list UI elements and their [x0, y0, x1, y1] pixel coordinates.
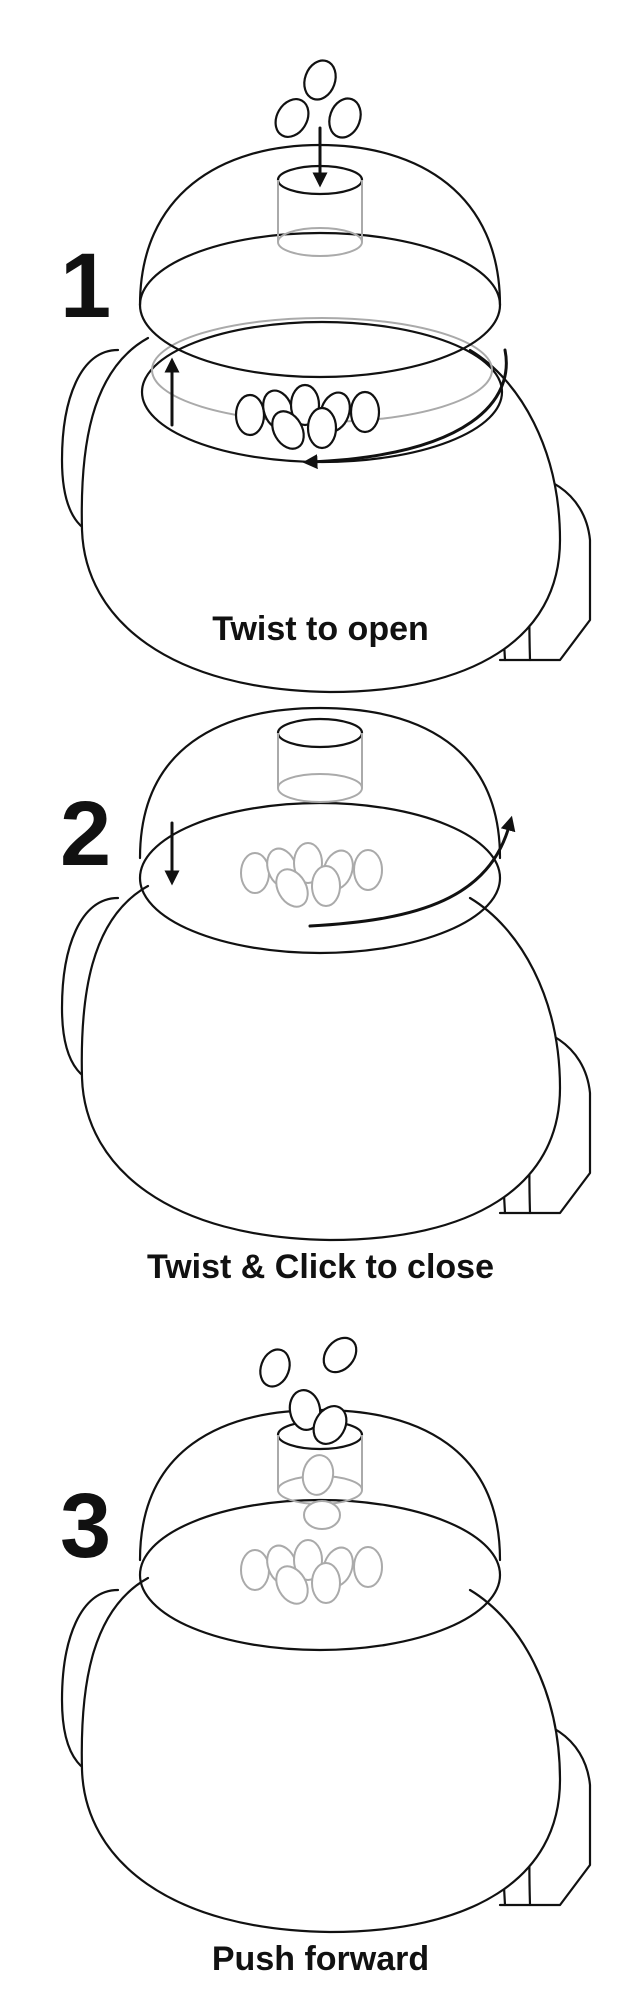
step-caption: Push forward: [211, 1940, 430, 1978]
step-3-panel: 3 Push forward: [0, 1330, 641, 1980]
body-shell: [80, 1576, 562, 1934]
step-caption: Twist to open: [212, 610, 429, 648]
dome-lid: [138, 706, 502, 860]
treats-inside: [240, 842, 383, 908]
step-number: 1: [60, 235, 112, 337]
falling-treats: [274, 59, 362, 139]
step-3-illustration: [60, 1336, 592, 1934]
twist-arrow-icon: [308, 815, 516, 928]
step-1-illustration: [60, 59, 592, 694]
treats-inside: [240, 1539, 383, 1605]
step-caption: Twist & Click to close: [146, 1248, 494, 1286]
treats-in-base: [234, 383, 381, 450]
step-number: 2: [60, 783, 112, 885]
twist-arrow-icon: [302, 348, 508, 470]
step-1-panel: 1 Twist to open: [0, 20, 641, 694]
step-2-illustration: [60, 706, 592, 1242]
step-2-panel: 2 Twist & Click to close: [0, 658, 641, 1308]
treat-chute: [276, 717, 364, 803]
falling-treats: [259, 1336, 358, 1530]
body-shell: [80, 884, 562, 1242]
step-number: 3: [60, 1475, 112, 1577]
